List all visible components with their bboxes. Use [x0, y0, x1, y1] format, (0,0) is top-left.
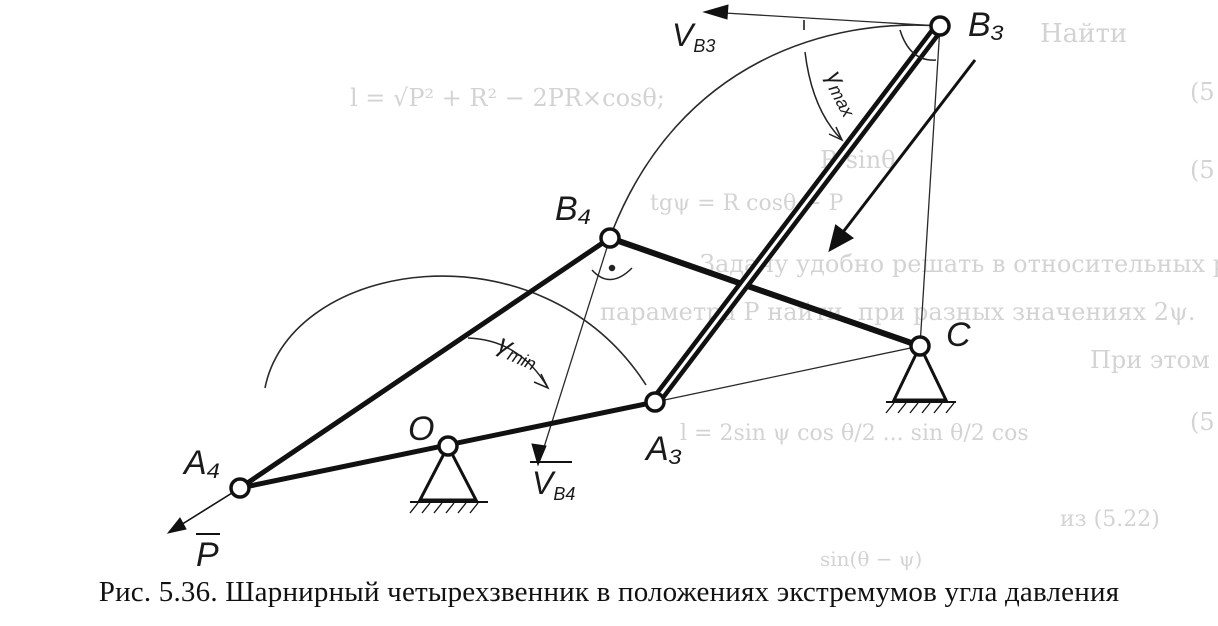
label-gamma-max-sub: max — [825, 81, 859, 121]
support-o — [409, 442, 488, 514]
angle-gamma-min-arrow — [533, 373, 550, 390]
links — [237, 20, 946, 491]
label-a3: A₃ — [644, 430, 682, 468]
label-gamma-min: γmin — [493, 328, 544, 374]
line-extension-oc — [654, 345, 921, 403]
joint-a4 — [229, 477, 251, 499]
arrow-slider-motion — [838, 59, 977, 237]
point-labels: B₃ B₄ A₄ A₃ O C P — [182, 6, 1004, 574]
ghost-eq-number-3: (5 — [1190, 408, 1215, 436]
support-o-triangle — [417, 442, 479, 502]
ghost-line-6: параметра P найти, при разных значениях … — [600, 298, 1196, 326]
mechanism-diagram: Найти l = √P² + R² − 2PR×cosθ; R sinθ tg… — [166, 4, 1218, 574]
right-angle-b3 — [899, 29, 937, 61]
label-vb4-main: V — [532, 465, 556, 501]
joint-c — [909, 335, 931, 357]
angle-gamma-max-arc — [804, 51, 843, 141]
line-c-b3 — [919, 25, 941, 347]
ghost-line-7: При этом (5.19) — [1090, 346, 1218, 374]
label-gamma-min-sub: min — [505, 344, 540, 374]
arc-large — [611, 24, 941, 233]
line-vb3 — [707, 11, 941, 27]
ghost-line-1: Найти — [1040, 19, 1127, 49]
label-p: P — [196, 536, 219, 574]
arrow-vb3-head — [702, 4, 729, 20]
label-b4: B₄ — [555, 190, 591, 228]
angle-markers — [467, 29, 937, 390]
support-c-triangle — [891, 342, 949, 402]
label-a4: A₄ — [182, 444, 220, 482]
label-c: C — [946, 316, 971, 354]
label-vb4-sub: B4 — [553, 484, 575, 504]
joint-b4 — [599, 227, 621, 249]
velocity-labels: VB3 VB4 — [530, 17, 715, 504]
right-angle-b4 — [591, 267, 633, 281]
label-vb3: VB3 — [672, 17, 715, 56]
ghost-line-2: l = √P² + R² − 2PR×cosθ; — [350, 84, 665, 112]
right-angle-dot-b4 — [608, 264, 616, 272]
link-b4-c — [607, 235, 923, 349]
joints — [229, 15, 951, 499]
support-c-hatch — [885, 402, 955, 414]
ghost-line-8: l = 2sin ψ cos θ/2 ... sin θ/2 cos — [680, 421, 1029, 446]
ghost-line-9: из (5.22) — [1060, 507, 1160, 532]
label-gamma-max: γmax — [819, 66, 867, 121]
figure-caption: Рис. 5.36. Шарнирный четырехзвенник в по… — [98, 576, 1120, 608]
ghost-eq-number-1: (5 — [1190, 78, 1215, 106]
arrows — [166, 4, 977, 534]
arrow-force-p-head — [166, 517, 187, 534]
ghost-line-5: Задачу удобно решать в относительных раз… — [700, 250, 1218, 278]
angle-gamma-max-arrow — [828, 126, 844, 142]
arrow-force-p — [175, 487, 241, 529]
label-o: O — [408, 410, 434, 448]
support-o-hatch — [409, 502, 479, 514]
arc-small — [264, 275, 647, 389]
ghost-text: Найти l = √P² + R² − 2PR×cosθ; R sinθ tg… — [350, 19, 1218, 571]
joint-a3 — [644, 391, 666, 413]
angle-gamma-min-arc — [467, 337, 549, 389]
link-a4-b4 — [237, 235, 613, 491]
support-c — [885, 342, 956, 414]
label-vb4: VB4 — [532, 465, 575, 504]
link-a3-b3-inner — [653, 24, 942, 404]
trajectory-arcs — [264, 24, 941, 389]
label-vb3-main: V — [672, 17, 696, 53]
joint-o — [437, 435, 459, 457]
joint-b3 — [929, 15, 951, 37]
line-vb4 — [539, 237, 611, 461]
arrow-vb4-head — [531, 443, 547, 467]
ghost-line-10: sin(θ − ψ) — [820, 547, 922, 571]
label-b3: B₃ — [968, 6, 1004, 44]
arrow-slider-motion-head — [828, 224, 855, 253]
angle-labels: γmin γmax — [493, 66, 867, 374]
label-vb3-sub: B3 — [693, 36, 715, 56]
ghost-eq-number-2: (5 — [1190, 156, 1215, 184]
